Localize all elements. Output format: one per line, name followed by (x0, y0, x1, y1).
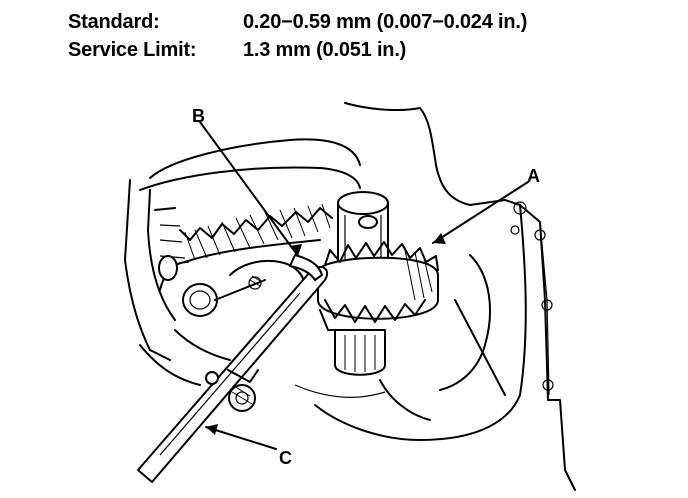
leader-lines (199, 121, 529, 450)
spec-service-limit-label: Service Limit: (68, 39, 197, 61)
gear-a-assembly (317, 191, 439, 376)
upper-gear (139, 138, 361, 321)
specification-block: Standard: 0.20−0.59 mm (0.007−0.024 in.)… (68, 8, 527, 64)
left-components (124, 179, 306, 386)
spec-standard-value: 0.20−0.59 mm (0.007−0.024 in.) (243, 11, 528, 33)
feeler-gauge-tool (137, 254, 329, 483)
callout-a-label: A (527, 166, 540, 186)
callout-c-label: C (279, 448, 292, 468)
spec-standard-label: Standard: (68, 11, 160, 33)
spec-standard: Standard: 0.20−0.59 mm (0.007−0.024 in.) (68, 8, 527, 36)
transmission-housing (294, 102, 576, 491)
spec-service-limit: Service Limit: 1.3 mm (0.051 in.) (68, 36, 527, 64)
callout-b-label: B (192, 106, 205, 126)
spec-service-limit-value: 1.3 mm (0.051 in.) (243, 39, 407, 61)
